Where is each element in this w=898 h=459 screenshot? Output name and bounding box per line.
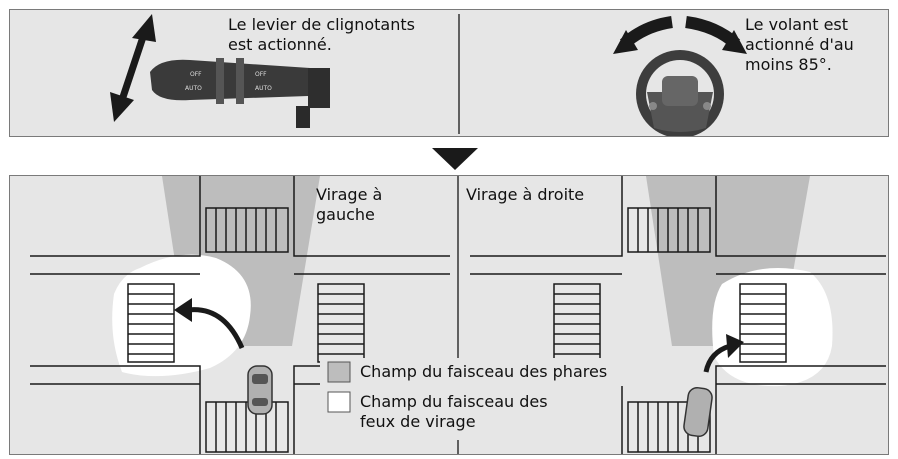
svg-text:OFF: OFF (190, 71, 202, 78)
intersection-diagrams (30, 176, 886, 454)
legend-swatch-headlight (327, 361, 351, 383)
svg-text:OFF: OFF (255, 71, 267, 78)
lever-caption: Le levier de clignotants est actionné. (228, 15, 415, 54)
trigger-panel: OFF OFF AUTO AUTO Le levier de clignotan… (9, 9, 889, 137)
left-side-crosswalk (127, 283, 175, 363)
steering-wheel-icon (636, 50, 724, 136)
left-turn-arrow-icon (174, 298, 245, 350)
right-side-crosswalk (739, 283, 787, 363)
right-turn-label: Virage à droite (466, 185, 585, 204)
legend-row-2-bg (320, 386, 590, 440)
turn-signal-lever-icon: OFF OFF AUTO AUTO (150, 58, 330, 128)
left-car-icon (247, 365, 273, 415)
left-top-crosswalk (205, 207, 289, 253)
down-triangle-icon (432, 148, 478, 170)
lever-motion-arrow-icon (110, 14, 156, 122)
legend-row-1-bg (320, 358, 660, 386)
trigger-illustrations: OFF OFF AUTO AUTO (110, 14, 747, 136)
left-bottom-crosswalk (205, 401, 289, 453)
right-cornering-field (712, 268, 833, 387)
svg-text:AUTO: AUTO (185, 85, 202, 92)
left-turn-label: Virage à gauche (316, 185, 383, 224)
right-car-icon (683, 386, 713, 438)
svg-text:AUTO: AUTO (255, 85, 272, 92)
right-left-crosswalk (553, 283, 601, 363)
right-turn-intersection (470, 176, 886, 454)
legend-cornering-label: Champ du faisceau des feux de virage (360, 392, 548, 431)
wheel-rotation-arrows-icon (613, 16, 747, 54)
left-cornering-field (112, 254, 251, 377)
legend-swatch-cornering (327, 391, 351, 413)
right-turn-arrow-icon (703, 334, 744, 373)
cornering-panel: Virage à gauche Virage à droite Champ du… (9, 175, 889, 455)
wheel-caption: Le volant est actionné d'au moins 85°. (745, 15, 854, 74)
left-right-crosswalk (317, 283, 365, 363)
legend-headlight-label: Champ du faisceau des phares (360, 362, 608, 381)
right-top-crosswalk (627, 207, 711, 253)
